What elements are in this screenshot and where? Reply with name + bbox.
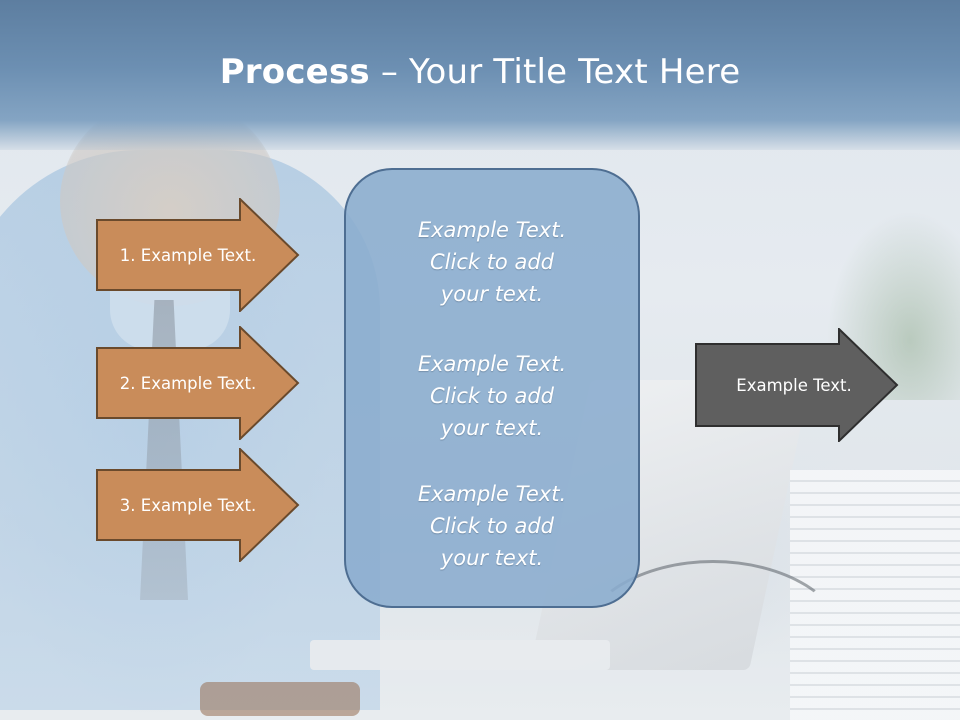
center-text-box[interactable]: Example Text. Click to add your text. Ex… [344,168,640,608]
background-cable [580,560,846,720]
arrow-shape [96,198,300,312]
process-arrow-2[interactable]: 2. Example Text. [96,326,300,440]
title-bar [0,0,960,150]
result-arrow-label: Example Text. [736,375,852,395]
center-item-line: Example Text. [417,218,567,242]
center-item-line: Example Text. [417,482,567,506]
center-item-line: Click to add [429,384,554,408]
arrow-shape [695,328,899,442]
slide-title-bold: Process [219,52,370,92]
process-arrow-3[interactable]: 3. Example Text. [96,448,300,562]
center-item-line: your text. [440,282,544,306]
result-arrow[interactable]: Example Text. [695,328,899,442]
arrow-shape [96,326,300,440]
process-arrow-2-label: 2. Example Text. [119,373,257,393]
process-arrow-3-label: 3. Example Text. [119,495,257,515]
center-item-line: Click to add [429,250,554,274]
center-item-3[interactable]: Example Text. Click to add your text. [346,478,638,574]
slide-title-rest: – Your Title Text Here [369,52,741,92]
process-arrow-1-label: 1. Example Text. [119,245,257,265]
process-arrow-1[interactable]: 1. Example Text. [96,198,300,312]
center-item-line: Example Text. [417,352,567,376]
center-item-1[interactable]: Example Text. Click to add your text. [346,214,638,310]
center-item-line: Click to add [429,514,554,538]
background-keyboard [310,640,610,670]
slide-title[interactable]: Process – Your Title Text Here [0,52,960,92]
arrow-shape [96,448,300,562]
background-phone [200,682,360,716]
center-item-2[interactable]: Example Text. Click to add your text. [346,348,638,444]
center-item-line: your text. [440,546,544,570]
center-item-line: your text. [440,416,544,440]
